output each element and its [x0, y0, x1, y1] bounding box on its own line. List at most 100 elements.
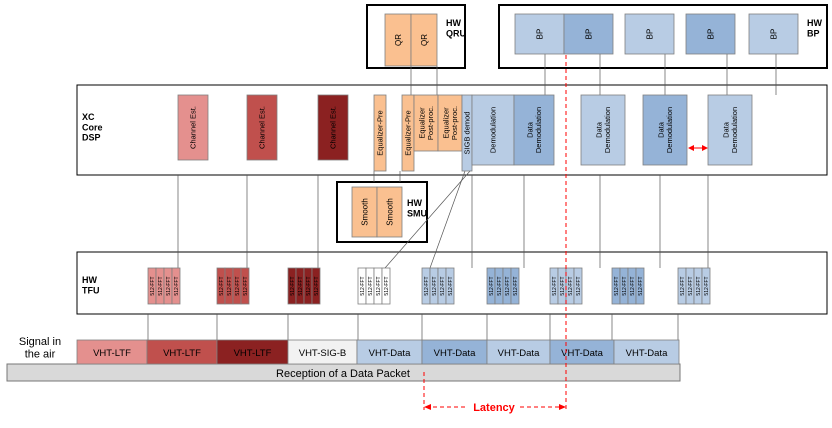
fft-6-4: 512-FFT [510, 267, 520, 305]
channel-est-2: Channel Est. [246, 94, 278, 161]
fft-5-3: 512-FFT [437, 267, 447, 305]
connector-27 [384, 170, 471, 269]
fft-5-3-text: 512-FFT [440, 276, 446, 295]
fft-3-3-text: 512-FFT [306, 276, 312, 295]
signal-field-label: VHT-Data [626, 348, 668, 359]
fft-2-2: 512-FFT [224, 267, 234, 305]
data-demodulation-2-box [580, 94, 626, 166]
signal-field-box [421, 339, 488, 365]
demod-gap-arrow-left [688, 145, 694, 151]
data-demodulation-1-text: DataDemodulation [525, 107, 543, 153]
fft-7-4: 512-FFT [573, 267, 583, 305]
data-demodulation-1-box [513, 94, 555, 166]
connector-lines [147, 54, 777, 340]
fft-9-1: 512-FFT [677, 267, 687, 305]
fft-3-4-text: 512-FFT [314, 276, 320, 295]
fft-1-2-text: 512-FFT [158, 276, 164, 295]
channel-est-2-box [246, 94, 278, 161]
equalizer-post-2: EqualizerPost-proc. [437, 94, 463, 152]
bp-block-1: BP [514, 13, 565, 55]
signal-field-8: VHT-Data [549, 339, 615, 365]
fft-4-4-box [381, 267, 391, 305]
fft-7-1-text: 512-FFT [552, 276, 558, 295]
fft-9-4-text: 512-FFT [704, 276, 710, 295]
fft-9-2: 512-FFT [685, 267, 695, 305]
equalizer-pre-1-text: Equalizer-Pre [376, 110, 385, 155]
fft-2-3-text: 512-FFT [235, 276, 241, 295]
data-demodulation-2: DataDemodulation [580, 94, 626, 166]
qr-block-2-box [410, 13, 438, 67]
signal-field-box [356, 339, 423, 365]
smooth-block-2-box [376, 186, 403, 238]
channel-est-3-box [317, 94, 349, 161]
fft-1-4-box [171, 267, 181, 305]
signal-field-box [287, 339, 358, 365]
signal-field-5: VHT-Data [356, 339, 423, 365]
equalizer-post-2-text: EqualizerPost-proc. [441, 106, 459, 140]
data-demodulation-3-box [642, 94, 688, 166]
fft-8-1-text: 512-FFT [614, 276, 620, 295]
fft-4-1-text: 512-FFT [360, 276, 366, 295]
fft-9-1-text: 512-FFT [680, 276, 686, 295]
fft-1-4-text: 512-FFT [174, 276, 180, 295]
dsp-blocks: Channel Est.Channel Est.Channel Est.Equa… [177, 94, 753, 172]
fft-3-2-text: 512-FFT [298, 276, 304, 295]
bp-block-5-text: BP [769, 29, 778, 40]
fft-3-2: 512-FFT [295, 267, 305, 305]
fft-7-4-box [573, 267, 583, 305]
fft-6-2: 512-FFT [494, 267, 504, 305]
fft-4-1: 512-FFT [357, 267, 367, 305]
bp-block-3-text: BP [645, 29, 654, 40]
signal-field-4: VHT-SIG-B [287, 339, 358, 365]
fft-1-3: 512-FFT [163, 267, 173, 305]
signal-field-label: VHT-Data [498, 348, 540, 359]
fft-6-4-box [510, 267, 520, 305]
channel-est-1-box [177, 94, 209, 161]
smooth-block-2-text: Smooth [385, 198, 394, 226]
fft-6-1-text: 512-FFT [489, 276, 495, 295]
fft-1-4: 512-FFT [171, 267, 181, 305]
fft-4-2-text: 512-FFT [368, 276, 374, 295]
channel-est-3: Channel Est. [317, 94, 349, 161]
demodulation: Demodulation [471, 94, 515, 166]
data-demodulation-2-text: DataDemodulation [594, 107, 612, 153]
fft-4-3: 512-FFT [373, 267, 383, 305]
fft-7-2: 512-FFT [557, 267, 567, 305]
fft-6-3-text: 512-FFT [505, 276, 511, 295]
fft-7-3: 512-FFT [565, 267, 575, 305]
signal-field-label: VHT-LTF [93, 348, 131, 359]
fft-2-4-box [240, 267, 250, 305]
fft-8-3-text: 512-FFT [630, 276, 636, 295]
fft-8-4: 512-FFT [635, 267, 645, 305]
fft-2-4: 512-FFT [240, 267, 250, 305]
signal-field-1: VHT-LTF [76, 339, 148, 365]
fft-5-2: 512-FFT [429, 267, 439, 305]
fft-2-2-text: 512-FFT [227, 276, 233, 295]
latency-arrow-right [559, 404, 566, 410]
fft-5-2-text: 512-FFT [432, 276, 438, 295]
signal-field-box [486, 339, 551, 365]
signal-field-label: VHT-Data [434, 348, 476, 359]
fft-3-4: 512-FFT [311, 267, 321, 305]
fft-6-4-text: 512-FFT [513, 276, 519, 295]
fft-2-1-text: 512-FFT [219, 276, 225, 295]
data-demodulation-1: DataDemodulation [513, 94, 555, 166]
fft-5-1: 512-FFT [421, 267, 431, 305]
signal-field-label: VHT-Data [369, 348, 411, 359]
bp-block-5: BP [748, 13, 799, 55]
demodulation-text: Demodulation [489, 107, 498, 153]
fft-4-3-text: 512-FFT [376, 276, 382, 295]
fft-8-2-text: 512-FFT [622, 276, 628, 295]
fft-3-3: 512-FFT [303, 267, 313, 305]
sigb-demod: SIGB demod [461, 94, 473, 172]
